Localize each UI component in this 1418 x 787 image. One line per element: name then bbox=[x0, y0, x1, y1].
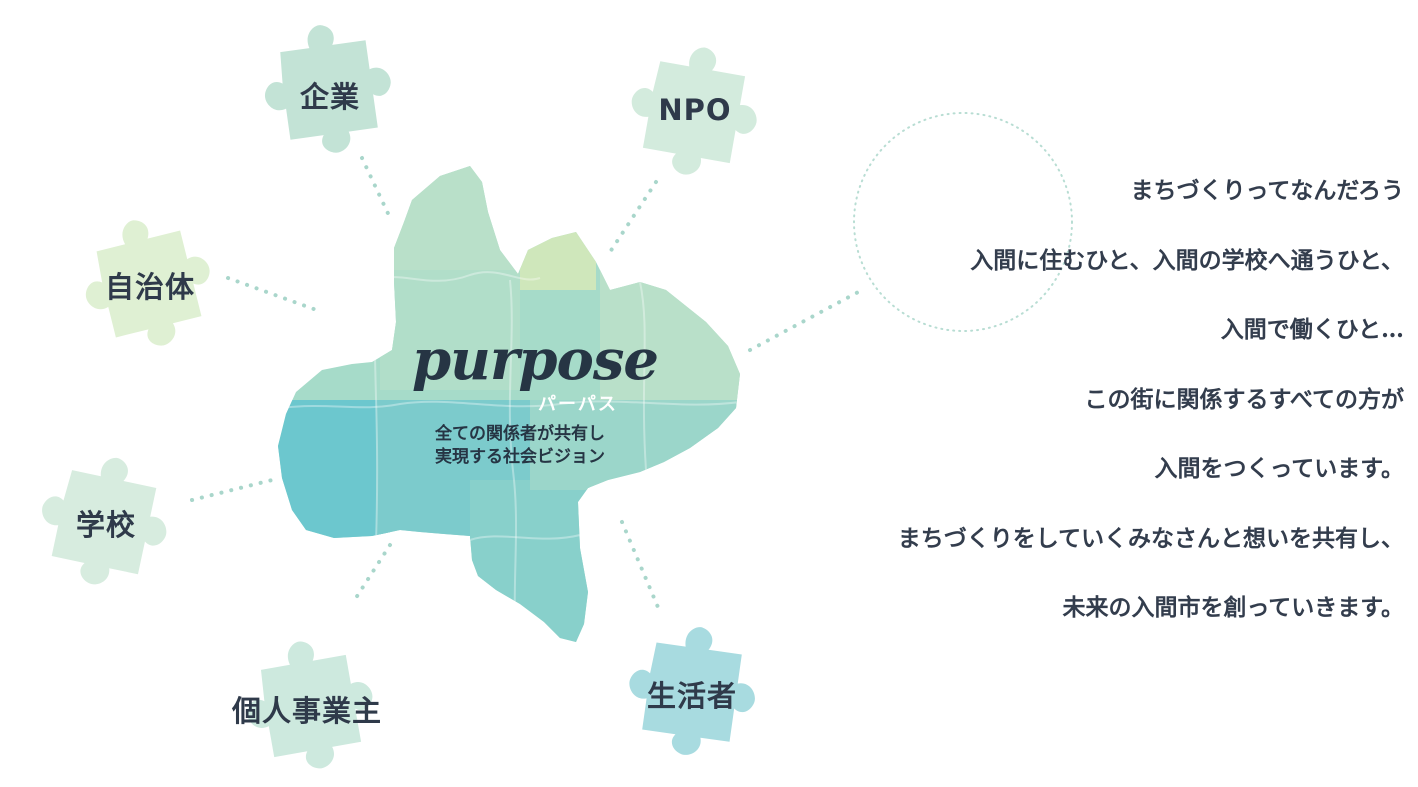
message-line: この街に関係するすべての方が bbox=[1084, 385, 1404, 413]
purpose-logo: purpose bbox=[412, 327, 659, 393]
connector-kojin bbox=[350, 543, 392, 606]
central-purpose-map bbox=[278, 166, 740, 642]
purpose-kana: パーパス bbox=[538, 394, 618, 415]
message-line: 入間で働くひと… bbox=[1220, 316, 1404, 343]
message-circle-decoration bbox=[853, 112, 1073, 332]
piece-label-gakko: 学校 bbox=[75, 508, 137, 542]
connector-message bbox=[748, 288, 864, 352]
message-block: まちづくりってなんだろう 入間に住むひと、入間の学校へ通うひと、 入間で働くひと… bbox=[784, 156, 1404, 643]
connector-lines bbox=[190, 156, 864, 614]
connector-jichitai bbox=[226, 276, 324, 314]
message-line: まちづくりをしていくみなさんと想いを共有し、 bbox=[897, 524, 1404, 552]
message-line: 入間に住むひと、入間の学校へ通うひと、 bbox=[970, 246, 1404, 274]
connector-npo bbox=[608, 180, 658, 254]
message-line: 未来の入間市を創っていきます。 bbox=[1062, 594, 1404, 621]
purpose-description: 全ての関係者が共有し 実現する社会ビジョン bbox=[400, 423, 640, 469]
connector-gakko bbox=[190, 476, 282, 502]
message-line-question: まちづくりってなんだろう bbox=[1130, 177, 1404, 204]
piece-label-seikatsusha: 生活者 bbox=[646, 679, 738, 713]
connector-seikatsusha bbox=[620, 520, 662, 614]
piece-label-jichitai: 自治体 bbox=[104, 270, 196, 304]
purpose-description-line: 全ての関係者が共有し bbox=[435, 424, 605, 444]
piece-label-npo: NPO bbox=[658, 93, 732, 127]
piece-label-kigyo: 企業 bbox=[299, 80, 361, 114]
message-line: 入間をつくっています。 bbox=[1154, 455, 1404, 482]
piece-label-kojin: 個人事業主 bbox=[231, 694, 383, 728]
connector-kigyo bbox=[360, 156, 394, 224]
purpose-description-line: 実現する社会ビジョン bbox=[435, 447, 605, 467]
